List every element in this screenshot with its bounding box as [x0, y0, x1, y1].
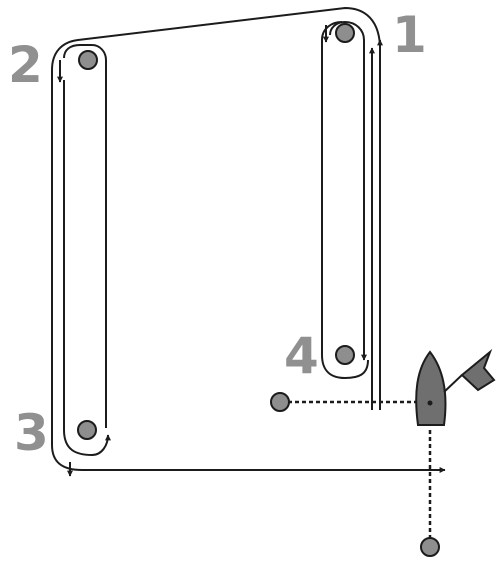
mark-label-2: 2 — [8, 36, 43, 94]
leg-top — [51, 6, 446, 473]
mark-label-3: 3 — [14, 404, 49, 462]
race-flag-icon — [443, 348, 496, 393]
mark-label-1: 1 — [392, 6, 427, 64]
committee-boat-icon — [415, 350, 447, 426]
buoy-icon — [420, 537, 440, 557]
start-finish-lines — [288, 400, 432, 540]
buoys — [77, 23, 440, 557]
buoy-icon — [77, 420, 97, 440]
buoy-icon — [78, 50, 98, 70]
leg-3-rounding — [63, 80, 111, 457]
course-path — [51, 6, 446, 473]
leg-1-down — [329, 20, 367, 361]
leg-2-3-down — [63, 44, 107, 428]
leg-4-up — [321, 21, 369, 380]
buoy-icon — [335, 345, 355, 365]
mark-label-4: 4 — [284, 327, 319, 385]
buoy-icon — [270, 392, 290, 412]
buoy-icon — [335, 23, 355, 43]
